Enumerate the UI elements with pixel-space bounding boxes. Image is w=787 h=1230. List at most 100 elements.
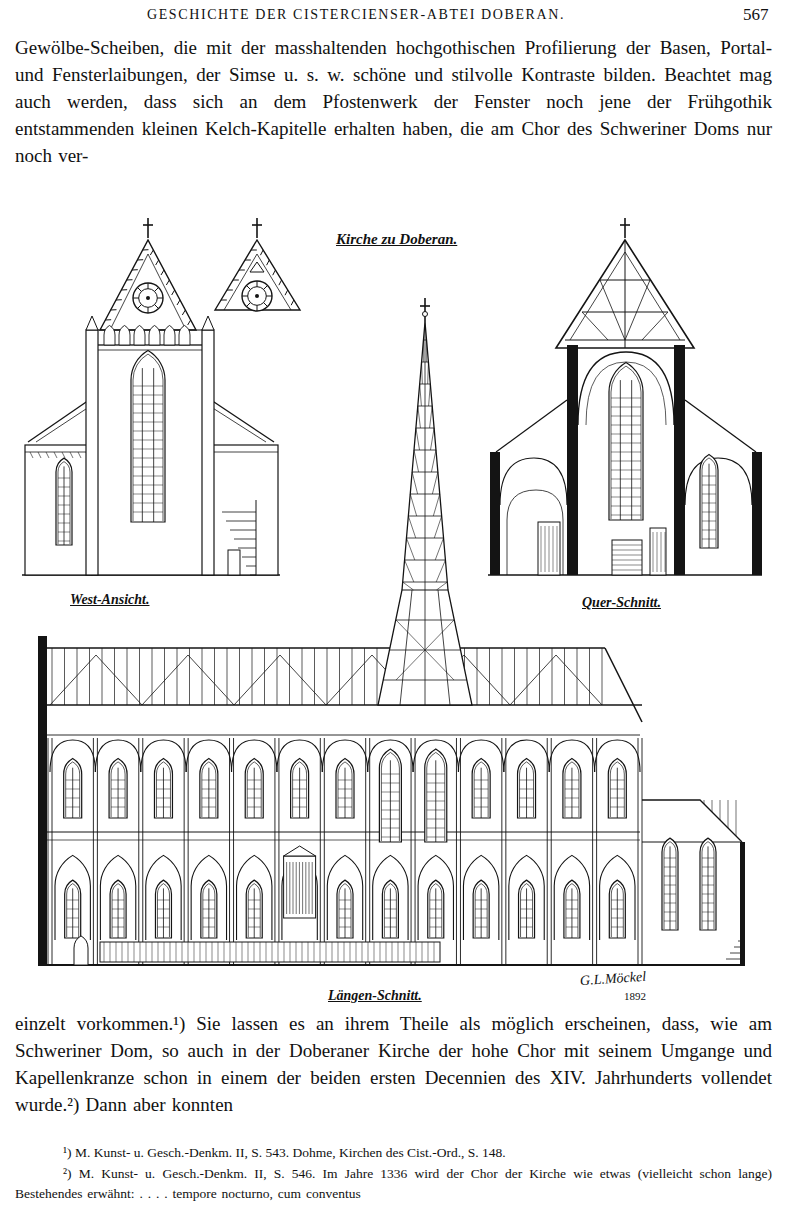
- drawing-line: [611, 900, 623, 901]
- drawing-line: [526, 768, 527, 818]
- drawing-line: [425, 322, 426, 705]
- drawing-line: [611, 909, 623, 910]
- drawing-line: [164, 942, 165, 962]
- drawing-line: [708, 846, 709, 930]
- drawing-line: [427, 362, 429, 384]
- drawing-line: [208, 398, 274, 442]
- drawing-path: [200, 758, 218, 818]
- drawing-line: [133, 404, 163, 405]
- drawing-line: [414, 450, 436, 451]
- drawing-line: [150, 250, 153, 255]
- drawing-line: [642, 312, 668, 340]
- drawing-path: [179, 325, 190, 345]
- rose-window: [139, 289, 158, 308]
- drawing-line: [194, 942, 195, 962]
- drawing-line: [611, 407, 641, 408]
- drawing-shape: [284, 846, 316, 856]
- drawing-line: [242, 296, 248, 297]
- drawing-line: [52, 648, 53, 705]
- drawing-line: [702, 867, 714, 868]
- drawing-line: [657, 532, 658, 572]
- drawing-line: [620, 224, 630, 226]
- text-slot: Längen-Schnitt.: [328, 986, 458, 1005]
- drawing-line: [396, 620, 455, 621]
- drawing-line: [475, 927, 487, 928]
- page-number: 567: [743, 4, 769, 26]
- drawing-line: [427, 819, 445, 820]
- drawing-line: [112, 918, 124, 919]
- drawing-line: [291, 300, 294, 305]
- drawing-line: [111, 798, 125, 799]
- drawing-line: [432, 472, 437, 494]
- drawing-line: [299, 768, 300, 818]
- drawing-line: [296, 862, 297, 914]
- drawing-line: [549, 526, 550, 572]
- drawing-line: [234, 539, 256, 540]
- drawing-line: [238, 548, 256, 549]
- text-slot: Gewölbe-Scheiben, die mit der masshalten…: [15, 34, 772, 169]
- drawing-line: [611, 434, 641, 435]
- drawing-line: [152, 942, 153, 962]
- drawing-line: [702, 858, 714, 859]
- drawing-line: [182, 310, 185, 315]
- drawing-line: [437, 582, 448, 590]
- drawing-line: [702, 912, 714, 913]
- drawing-path: [564, 880, 580, 938]
- drawing-line: [67, 927, 79, 928]
- drawing-line: [105, 319, 111, 320]
- rose-window: [242, 281, 272, 311]
- rose-window: [133, 283, 163, 313]
- drawing-line: [137, 259, 143, 260]
- drawing-path: [430, 884, 442, 937]
- drawing-line: [285, 290, 288, 295]
- drawing-line: [427, 792, 445, 793]
- drawing-line: [526, 888, 527, 938]
- drawing-line: [46, 452, 49, 458]
- drawing-line: [156, 798, 170, 799]
- drawing-line: [110, 942, 111, 962]
- drawing-line: [611, 497, 641, 498]
- drawing-line: [414, 450, 419, 472]
- drawing-line: [203, 909, 215, 910]
- drawing-line: [430, 927, 442, 928]
- drawing-rect: [650, 528, 666, 575]
- drawing-line: [392, 942, 393, 962]
- view-label: West-Ansicht.: [70, 591, 149, 609]
- drawing-path: [519, 880, 535, 938]
- drawing-path: [609, 363, 643, 520]
- drawing-line: [610, 789, 624, 790]
- drawing-path: [202, 762, 216, 817]
- drawing-line: [571, 768, 572, 818]
- drawing-line: [661, 532, 662, 572]
- drawing-line: [247, 780, 261, 781]
- drawing-line: [381, 828, 399, 829]
- drawing-path: [164, 325, 175, 345]
- drawing-line: [157, 927, 169, 928]
- drawing-line: [188, 655, 234, 705]
- drawing-line: [133, 413, 163, 414]
- drawing-line: [264, 648, 265, 705]
- drawing-rect: [92, 345, 208, 575]
- drawing-line: [396, 620, 454, 680]
- drawing-line: [177, 300, 180, 305]
- drawing-line: [510, 655, 556, 705]
- drawing-path: [379, 749, 401, 842]
- drawing-path: [702, 842, 714, 929]
- drawing-line: [427, 774, 445, 775]
- drawing-line: [345, 768, 346, 818]
- drawing-line: [566, 900, 578, 901]
- drawing-line: [381, 837, 399, 838]
- drawing-path: [475, 884, 487, 937]
- drawing-line: [278, 738, 279, 965]
- drawing-line: [545, 526, 546, 572]
- drawing-path: [154, 758, 172, 818]
- drawing-line: [631, 380, 632, 520]
- drawing-line: [552, 648, 553, 705]
- drawing-path: [133, 354, 163, 521]
- drawing-line: [116, 942, 117, 962]
- drawing-path: [149, 325, 160, 345]
- drawing-line: [62, 452, 65, 458]
- drawing-line: [302, 942, 303, 962]
- drawing-line: [612, 570, 642, 571]
